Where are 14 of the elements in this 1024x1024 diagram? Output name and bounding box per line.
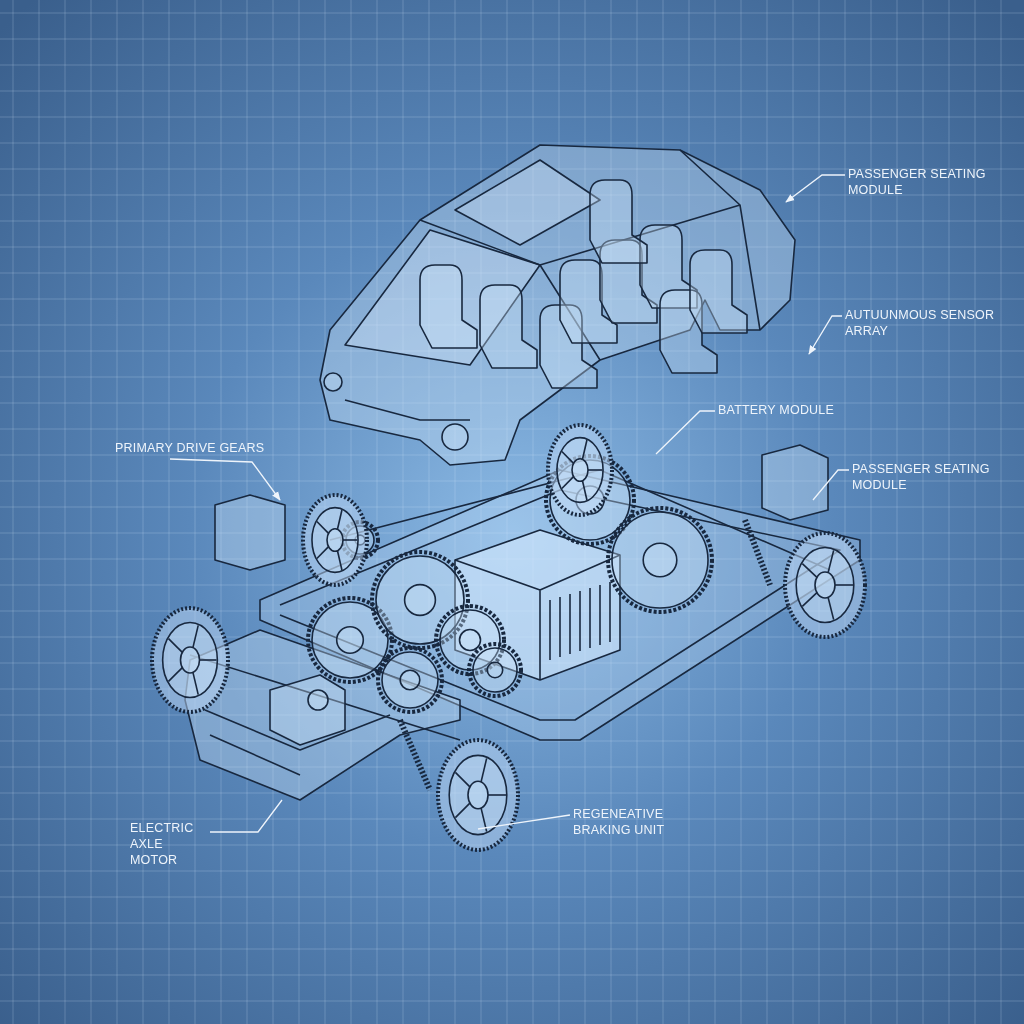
callout-label: BATTERY MODULE (718, 402, 836, 418)
callout-label: PASSENGER SEATING MODULE (852, 461, 991, 493)
callout-label: PRIMARY DRIVE GEARS (115, 440, 266, 456)
leader-line (808, 315, 843, 355)
leader-line (209, 799, 283, 833)
leader-line (169, 458, 281, 501)
leader-line (785, 174, 846, 203)
callout-label: REGENEATIVE BRAKING UNIT (573, 806, 666, 838)
callout-label: AUTUUNMOUS SENSOR ARRAY (845, 307, 996, 339)
leader-line (655, 410, 716, 455)
leader-line (477, 814, 571, 830)
callout-label: ELECTRIC AXLE MOTOR (130, 820, 195, 868)
callout-label: PASSENGER SEATING MODULE (848, 166, 987, 198)
leader-line (812, 469, 850, 501)
